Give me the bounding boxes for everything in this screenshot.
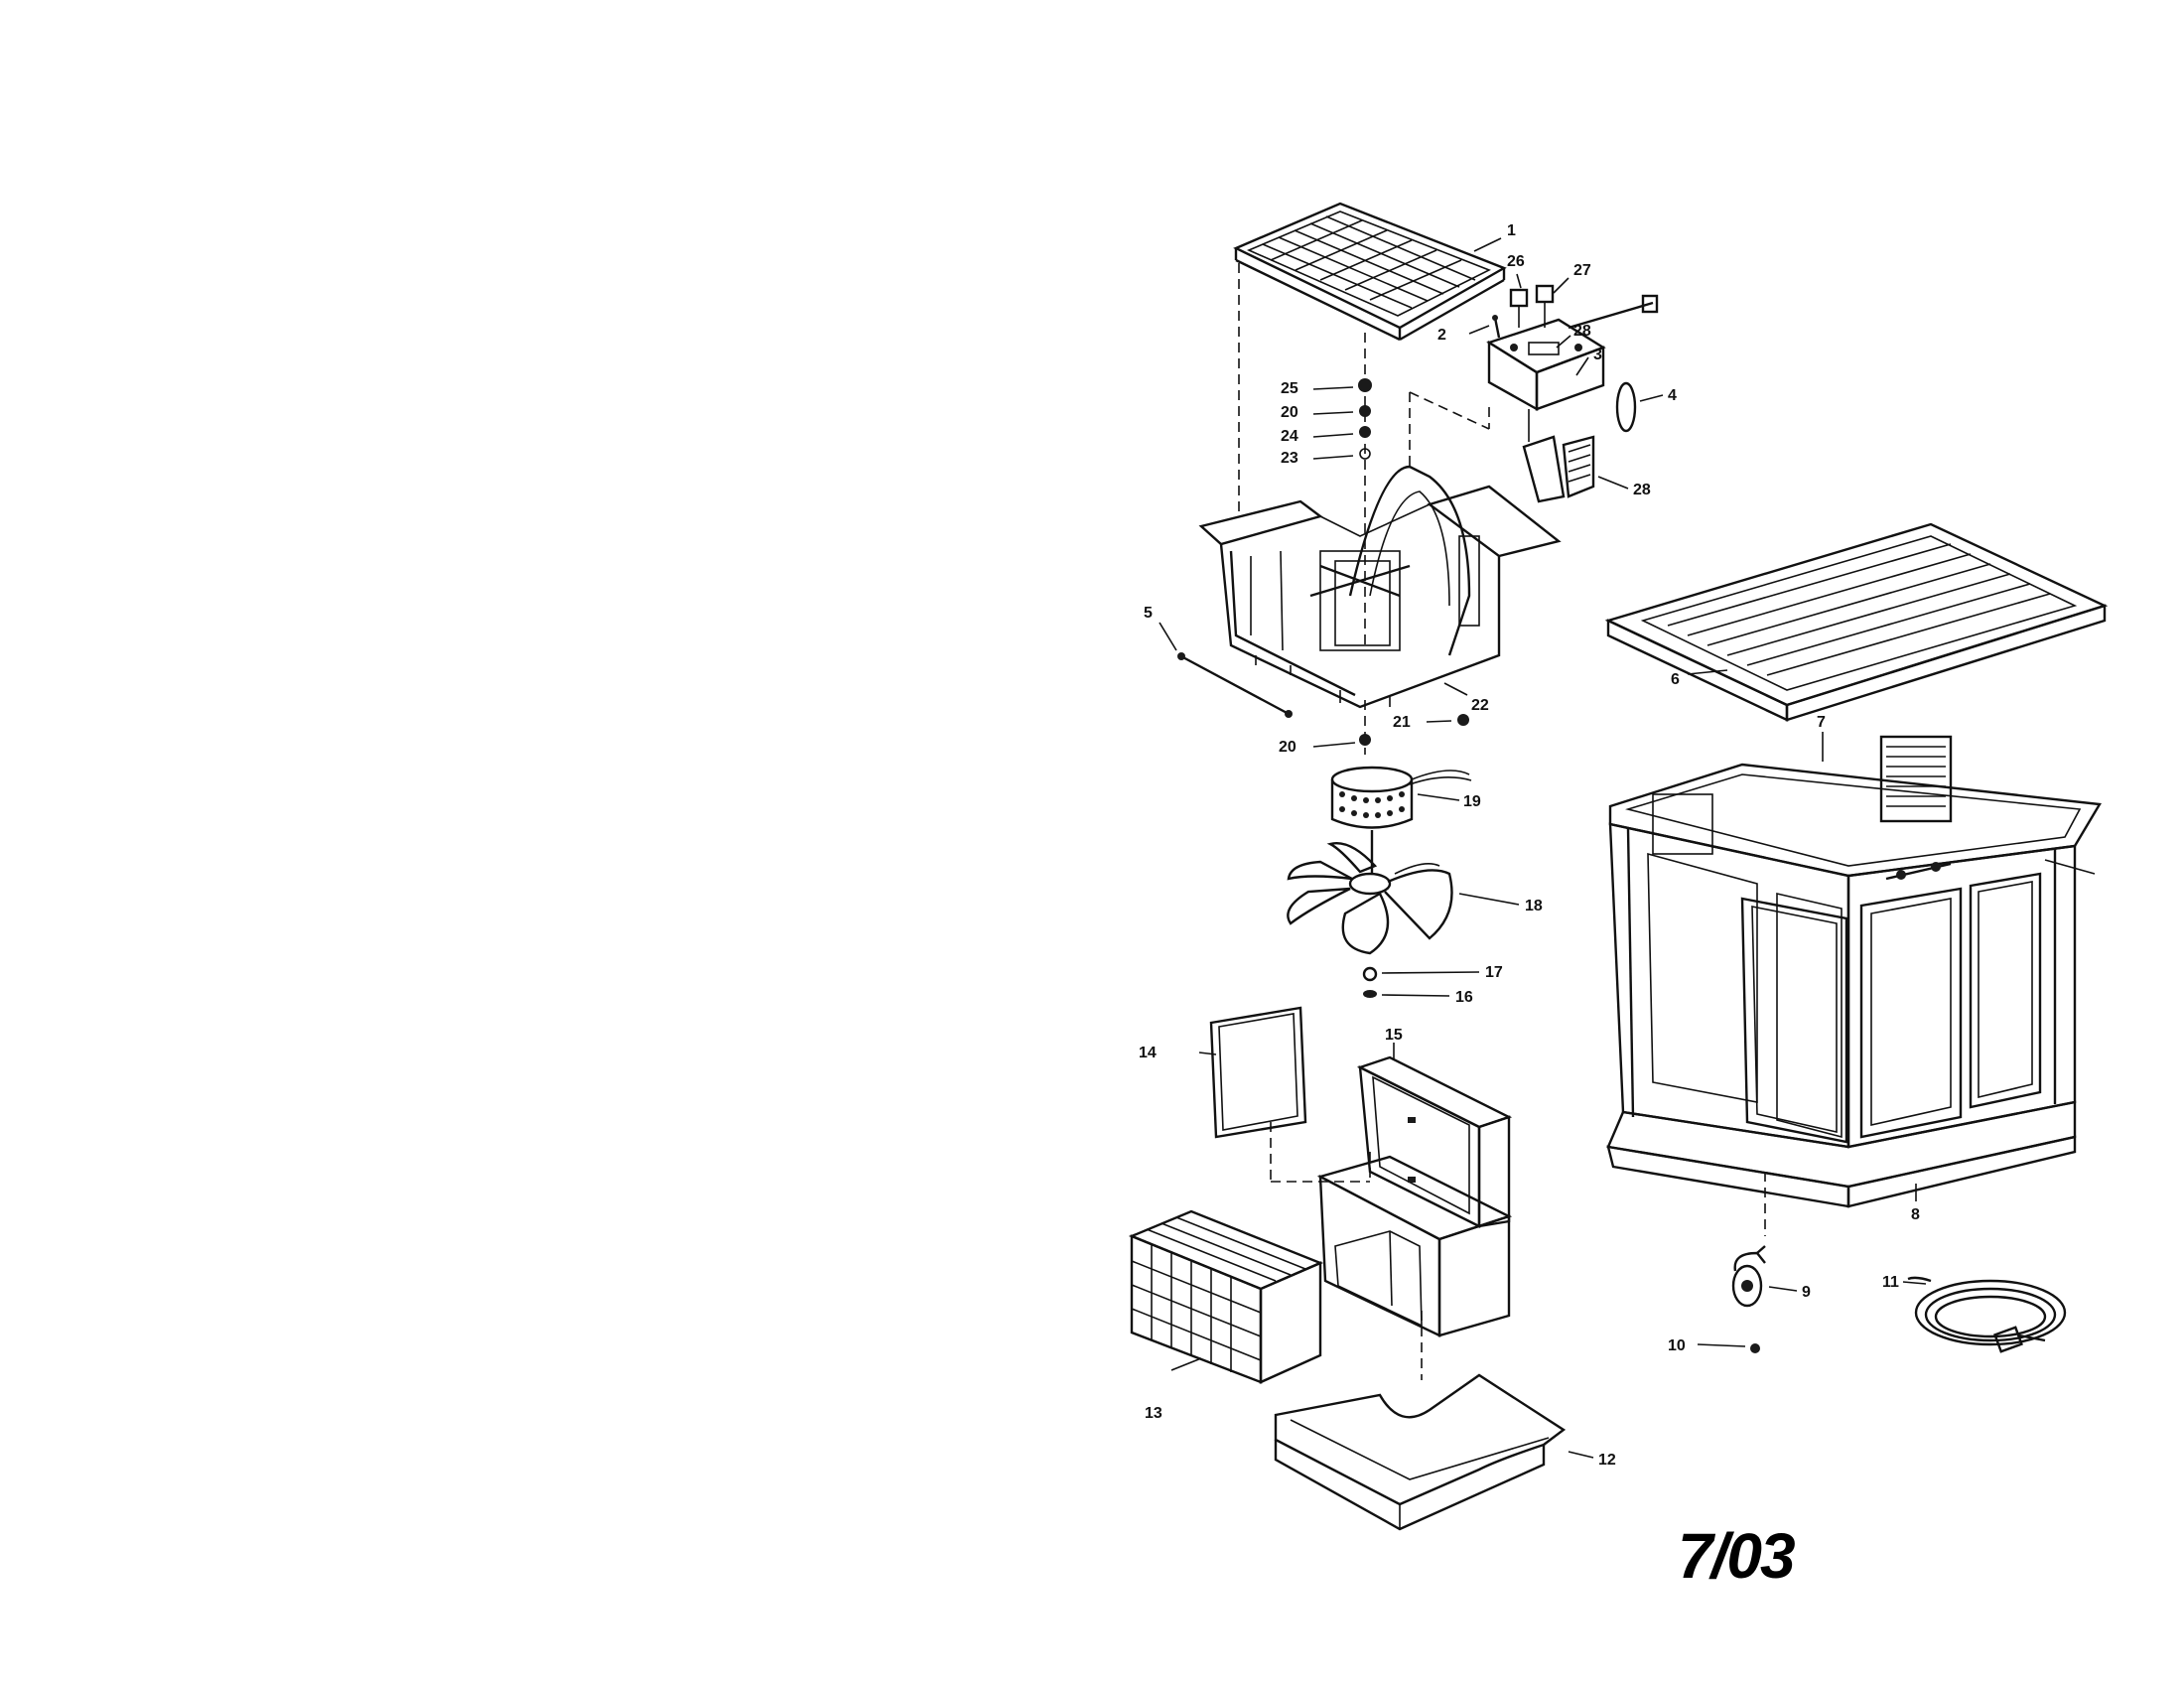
- part-media-block: [1128, 1209, 1324, 1384]
- callout-3: 3: [1593, 347, 1602, 363]
- part-pad-frame: [1356, 1055, 1513, 1228]
- part-cabinet-lid: [1604, 522, 2109, 722]
- callout-11: 11: [1882, 1274, 1899, 1291]
- part-control-box: [1486, 284, 1659, 503]
- part-top-grille: [1233, 202, 1507, 342]
- part-filter-panel: [1209, 1006, 1307, 1139]
- callout-25: 25: [1281, 380, 1298, 397]
- callout-7: 7: [1817, 714, 1826, 731]
- part-hose-coil: [1907, 1276, 2067, 1353]
- callout-17: 17: [1485, 964, 1503, 981]
- callout-10: 10: [1668, 1337, 1686, 1354]
- callout-9: 9: [1802, 1284, 1811, 1301]
- part-reservoir-tray: [1274, 1373, 1567, 1531]
- callout-15: 15: [1385, 1027, 1403, 1044]
- callout-22: 22: [1471, 697, 1489, 714]
- callout-28-upper: 28: [1573, 323, 1591, 340]
- callout-20-lower: 20: [1279, 739, 1297, 756]
- part-fan-blade: [1287, 842, 1453, 955]
- callout-21: 21: [1393, 714, 1411, 731]
- callout-8: 8: [1911, 1206, 1920, 1223]
- callout-28-lower: 28: [1633, 482, 1651, 498]
- callout-23: 23: [1281, 450, 1298, 467]
- callout-12: 12: [1598, 1452, 1616, 1469]
- callout-20-upper: 20: [1281, 404, 1298, 421]
- date-code: 7/03: [1678, 1520, 1796, 1592]
- part-air-duct-box: [1316, 1155, 1513, 1337]
- callout-labels: 1 2 3 4 5 6 7 8 9 10 11 12 13 14 15 16 1…: [1139, 222, 1920, 1469]
- callout-24: 24: [1281, 428, 1298, 445]
- part-fan-housing: [1198, 465, 1562, 709]
- callout-6: 6: [1671, 671, 1680, 688]
- part-motor: [1330, 766, 1472, 874]
- callout-4: 4: [1668, 387, 1677, 404]
- callout-18: 18: [1525, 898, 1543, 914]
- part-gasket-ring: [1615, 381, 1637, 433]
- callout-5: 5: [1144, 605, 1153, 622]
- leader-lines: [1159, 237, 2096, 1459]
- callout-2: 2: [1437, 327, 1446, 344]
- callout-19: 19: [1463, 793, 1481, 810]
- callout-13: 13: [1145, 1405, 1162, 1422]
- callout-14: 14: [1139, 1045, 1157, 1061]
- callout-26: 26: [1507, 253, 1525, 270]
- callout-27: 27: [1573, 262, 1591, 279]
- callout-1: 1: [1507, 222, 1516, 239]
- part-fastener-stack: [1358, 378, 1372, 460]
- part-caster: [1731, 1245, 1766, 1353]
- part-cabinet: [1606, 735, 2102, 1208]
- callout-16: 16: [1455, 989, 1473, 1006]
- part-rod: [1177, 652, 1293, 718]
